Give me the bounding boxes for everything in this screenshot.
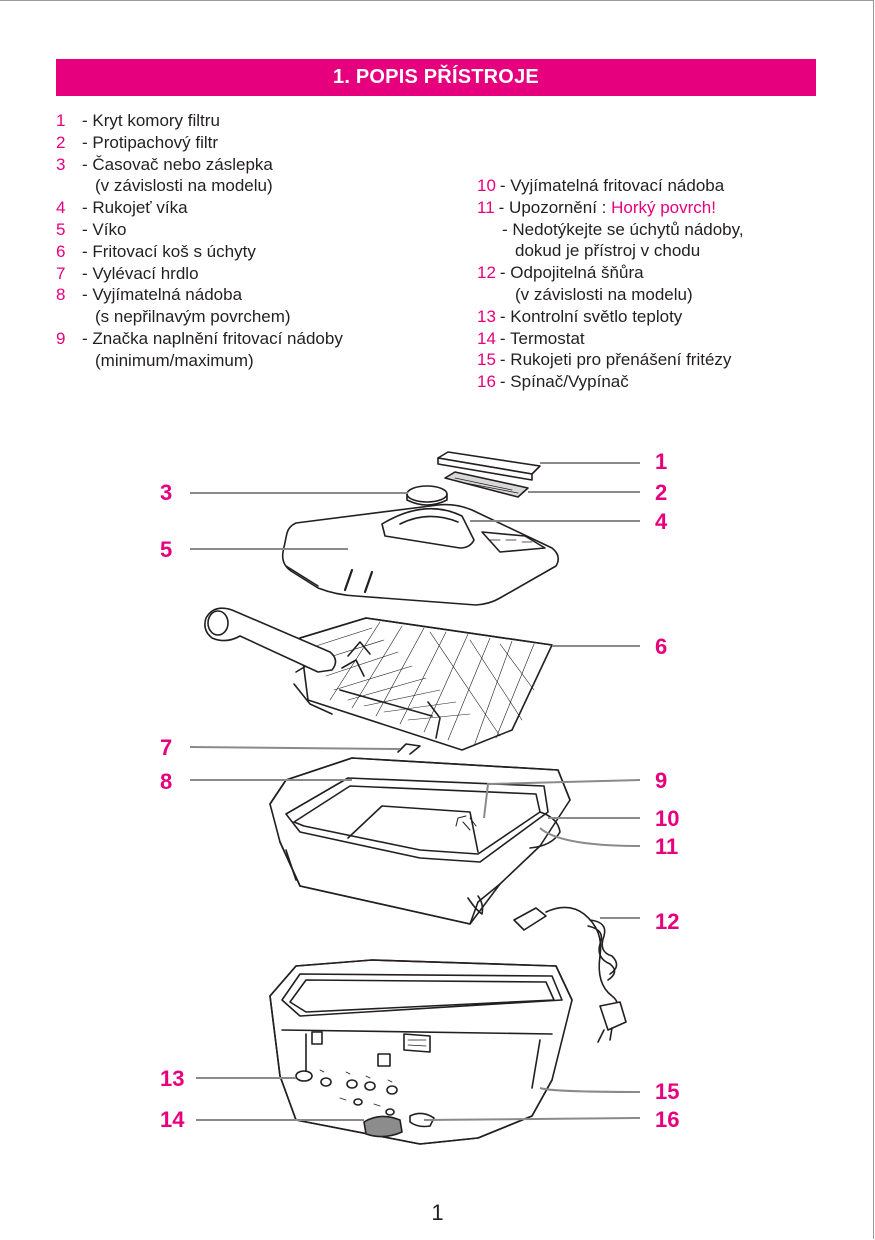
filter-cover	[437, 451, 541, 481]
list-item: 7 - Vylévací hrdlo	[56, 263, 456, 285]
list-item: 16- Spínač/Vypínač	[477, 371, 837, 393]
list-item: 12- Odpojitelná šňůra	[477, 262, 837, 284]
callout-15: 15	[655, 1079, 679, 1104]
callout-9: 9	[655, 768, 667, 793]
power-cord	[513, 906, 627, 1043]
hot-surface-warning: Horký povrch!	[611, 197, 716, 217]
part-number: 2	[56, 132, 66, 152]
part-text: - Rukojeti pro přenášení fritézy	[499, 350, 732, 370]
parts-list-left: 1 - Kryt komory filtru 2 - Protipachový fi…	[56, 110, 456, 372]
part-text: - Vyjímatelná fritovací nádoba	[499, 176, 725, 195]
callout-3: 3	[160, 480, 172, 505]
thermostat-knob	[363, 1115, 403, 1138]
part-number: 1	[56, 111, 66, 130]
part-number: 7	[56, 263, 66, 283]
callout-4: 4	[655, 509, 668, 534]
callout-1: 1	[655, 449, 667, 474]
part-text: - Upozornění :	[498, 197, 612, 217]
part-number: 10	[477, 176, 496, 195]
part-text: - Kryt komory filtru	[82, 111, 220, 130]
part-text: - Vyjímatelná nádoba	[82, 285, 243, 305]
callout-5: 5	[160, 537, 172, 562]
part-text: - Rukojeť víka	[82, 198, 188, 218]
part-number: 8	[56, 285, 66, 305]
list-item: 5 - Víko	[56, 219, 456, 241]
callout-6: 6	[655, 634, 667, 659]
part-text-continued: (v závislosti na modelu)	[95, 176, 273, 196]
part-number: 14	[477, 328, 496, 348]
callout-12: 12	[655, 909, 679, 934]
part-text: - Kontrolní světlo teploty	[499, 306, 683, 326]
page-number: 1	[431, 1200, 444, 1225]
part-text: - Vylévací hrdlo	[82, 263, 199, 283]
leader-lines	[189, 462, 641, 1121]
on-off-switch	[409, 1112, 435, 1128]
callout-2: 2	[655, 480, 667, 505]
callout-16: 16	[655, 1107, 679, 1132]
list-item: 9 - Značka naplnění fritovací nádoby	[56, 328, 456, 350]
part-number: 13	[477, 306, 496, 326]
part-text: - Fritovací koš s úchyty	[82, 241, 256, 261]
part-number: 9	[56, 328, 66, 348]
part-text: - Protipachový filtr	[82, 132, 219, 152]
removable-bowl	[269, 743, 571, 925]
list-item: 10- Vyjímatelná fritovací nádoba	[477, 175, 837, 197]
section-title: 1. POPIS PŘÍSTROJE	[333, 66, 539, 88]
section-title-bar: 1. POPIS PŘÍSTROJE	[56, 59, 816, 96]
list-item: 6 - Fritovací koš s úchyty	[56, 241, 456, 263]
list-item: 14- Termostat	[477, 328, 837, 350]
part-text-continued: dokud je přístroj v chodu	[515, 241, 701, 261]
list-item: 11- Upozornění : Horký povrch!	[477, 197, 837, 219]
odour-filter	[444, 471, 529, 498]
list-item: 13- Kontrolní světlo teploty	[477, 306, 837, 328]
part-text: - Časovač nebo záslepka	[82, 154, 273, 174]
list-item: 2 - Protipachový filtr	[56, 132, 456, 154]
part-number: 15	[477, 350, 496, 370]
part-number: 12	[477, 263, 496, 283]
lid	[281, 503, 560, 606]
frying-basket	[204, 607, 553, 751]
part-text-continued: (v závislosti na modelu)	[515, 284, 693, 304]
base-housing	[269, 959, 573, 1145]
callout-8: 8	[160, 769, 172, 794]
part-number: 16	[477, 372, 496, 392]
part-text: - Termostat	[499, 328, 585, 348]
timer-knob	[406, 485, 448, 506]
part-text-continued: (minimum/maximum)	[95, 350, 254, 370]
part-text: - Značka naplnění fritovací nádoby	[82, 328, 343, 348]
lid-handle	[381, 507, 475, 549]
list-item: 4 - Rukojeť víka	[56, 197, 456, 219]
list-item: 8 - Vyjímatelná nádoba	[56, 284, 456, 306]
callout-11: 11	[655, 834, 678, 859]
part-number: 5	[56, 219, 66, 239]
part-text: - Víko	[82, 219, 127, 239]
callout-14: 14	[160, 1107, 185, 1132]
part-text: - Spínač/Vypínač	[499, 372, 629, 392]
callout-7: 7	[160, 735, 172, 760]
part-number: 4	[56, 198, 66, 218]
part-text-continued: (s nepřilnavým povrchem)	[95, 307, 291, 327]
callout-10: 10	[655, 806, 679, 831]
list-item: 15- Rukojeti pro přenášení fritézy	[477, 349, 837, 371]
parts-list-right: 10- Vyjímatelná fritovací nádoba 11- Upo…	[477, 175, 837, 393]
part-number: 11	[477, 197, 495, 217]
callout-13: 13	[160, 1066, 184, 1091]
part-number: 6	[56, 241, 66, 261]
list-item: 3 - Časovač nebo záslepka	[56, 154, 456, 176]
part-text-continued: - Nedotýkejte se úchytů nádoby,	[502, 219, 744, 239]
part-number: 3	[56, 154, 66, 174]
part-text: - Odpojitelná šňůra	[499, 263, 644, 283]
list-item: 1 - Kryt komory filtru	[56, 110, 456, 132]
